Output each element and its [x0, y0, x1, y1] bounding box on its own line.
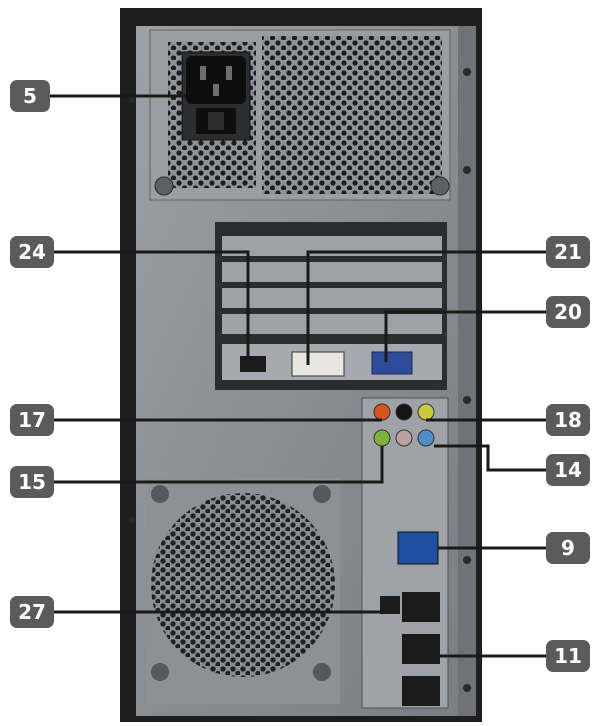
callout-badge [546, 296, 590, 328]
callout-27: 27 [10, 596, 384, 628]
callout-badge [10, 80, 50, 112]
audio-green-jack [373, 429, 391, 447]
callout-number: 5 [23, 84, 37, 108]
dvi-port [291, 351, 345, 377]
case-fan-grille [146, 478, 340, 704]
callout-badge [546, 404, 590, 436]
callout-badge [10, 236, 54, 268]
callout-badge [546, 532, 590, 564]
audio-grey-jack [395, 429, 413, 447]
callout-badge [546, 236, 590, 268]
callout-leader-line [54, 446, 384, 484]
callout-badge [546, 454, 590, 486]
callout-badge [10, 404, 54, 436]
callout-number: 24 [18, 240, 46, 264]
callout-20: 20 [384, 296, 590, 362]
callout-number: 11 [554, 644, 582, 668]
audio-orange-jack [373, 403, 391, 421]
callout-number: 15 [18, 470, 46, 494]
usb-ports-bottom [402, 676, 440, 706]
callout-number: 20 [554, 300, 582, 324]
callout-5: 5 [10, 80, 186, 112]
callout-badge [546, 640, 590, 672]
callout-number: 18 [554, 408, 582, 432]
callout-number: 17 [18, 408, 46, 432]
callout-badge [10, 466, 54, 498]
callout-number: 27 [18, 600, 46, 624]
hdmi-port [240, 356, 266, 372]
callout-21: 21 [306, 236, 590, 365]
vga-port [371, 351, 413, 375]
usb-ports-top [402, 592, 440, 622]
callout-leader-line [434, 444, 546, 472]
callout-17: 17 [10, 404, 382, 436]
usb-ports-mid [402, 634, 440, 664]
callout-number: 9 [561, 536, 575, 560]
ethernet-port [380, 596, 400, 614]
callout-11: 11 [440, 640, 590, 672]
callout-number: 14 [554, 458, 582, 482]
callout-leader-line [306, 250, 546, 365]
audio-yellow-jack [417, 403, 435, 421]
callout-18: 18 [426, 404, 590, 436]
callout-15: 15 [10, 446, 384, 498]
audio-black-jack [395, 403, 413, 421]
callouts: 5 24 21 20 17 18 15 14 9 27 11 [10, 80, 590, 672]
callout-leader-line [54, 250, 250, 365]
audio-blue-jack [417, 429, 435, 447]
power-supply [149, 29, 451, 201]
callout-leader-line [384, 310, 546, 362]
usb3-ports [397, 531, 439, 565]
callout-9: 9 [438, 532, 590, 564]
rear-io-panel [361, 397, 449, 709]
callout-14: 14 [434, 444, 590, 486]
callout-badge [10, 596, 54, 628]
expansion-slots [215, 222, 447, 390]
callout-number: 21 [554, 240, 582, 264]
callout-24: 24 [10, 236, 250, 365]
